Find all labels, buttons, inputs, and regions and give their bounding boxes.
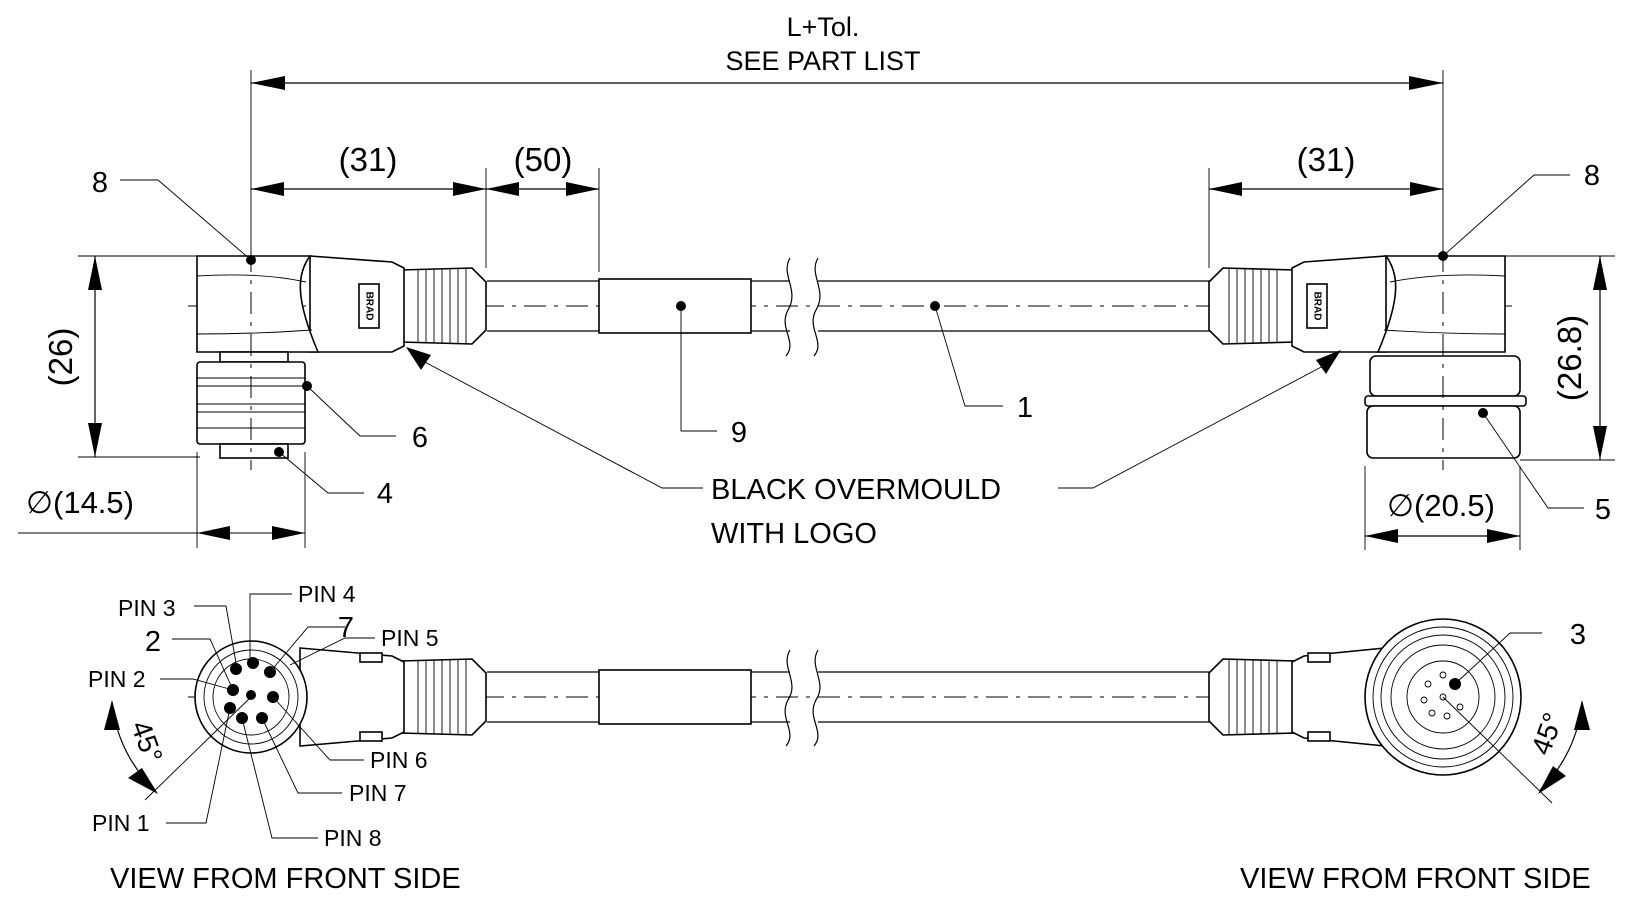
cable-sleeve	[598, 278, 752, 334]
pin-3-socket	[230, 663, 242, 675]
cable-top	[487, 257, 1210, 357]
pin-5-label: PIN 5	[381, 625, 439, 651]
brand-logo-right	[1306, 283, 1328, 329]
overall-length-note: SEE PART LIST	[725, 46, 920, 76]
pin-6-label: PIN 6	[370, 747, 428, 773]
right-height-label: (26.8)	[1551, 315, 1588, 401]
callout-3: 3	[1570, 619, 1586, 651]
left-height-dimension: (26)	[42, 255, 200, 458]
left-view-caption: VIEW FROM FRONT SIDE	[110, 863, 461, 895]
right-angle-label: 45°	[1525, 709, 1569, 759]
pin-4-socket	[247, 657, 259, 669]
pin-labels: PIN 3 PIN 4 2 7 PIN 5 PIN 2 PIN 6 PIN 7 …	[88, 581, 439, 851]
pin-7-label: PIN 7	[349, 780, 407, 806]
right-view-caption: VIEW FROM FRONT SIDE	[1240, 863, 1591, 895]
pin-4-label: PIN 4	[298, 581, 356, 607]
brand-logo-right-text: BRAD	[1311, 292, 1322, 321]
callout-2: 2	[145, 626, 161, 658]
brand-logo-left-text: BRAD	[363, 292, 374, 321]
callout-6: 6	[412, 422, 428, 454]
callout-1: 1	[1017, 392, 1033, 424]
overall-length-dimension: L+Tol. SEE PART LIST	[250, 12, 1444, 262]
left-length-dimensions: (31) (50)	[251, 141, 600, 272]
top-callouts: 8 8 1 9 6 4 5	[92, 160, 1611, 550]
bottom-view: 45° PIN 3 PIN 4 2 7 PIN 5 PIN 2 PIN 6 PI…	[88, 581, 1591, 895]
left-height-label: (26)	[42, 328, 79, 387]
pin-2-label: PIN 2	[88, 666, 146, 692]
callout-7: 7	[338, 612, 354, 644]
pin-8-label: PIN 8	[324, 825, 382, 851]
brand-logo-left	[358, 283, 380, 329]
left-connector: BRAD ∅(14.5)	[18, 250, 487, 548]
left-50-label: (50)	[514, 141, 573, 178]
left-front-view: 45°	[104, 640, 487, 801]
overmould-note-line2: WITH LOGO	[711, 518, 877, 550]
top-view: L+Tol. SEE PART LIST (31) (50) (31)	[18, 12, 1615, 550]
left-angle-label: 45°	[125, 717, 169, 767]
pin-3-label: PIN 3	[118, 595, 176, 621]
overmould-note-line1: BLACK OVERMOULD	[711, 474, 1001, 506]
left-31-label: (31)	[339, 141, 398, 178]
pin-1-label: PIN 1	[92, 810, 150, 836]
callout-5: 5	[1595, 494, 1611, 526]
right-length-dimension: (31)	[1208, 141, 1443, 268]
right-height-dimension: (26.8)	[1505, 255, 1615, 461]
right-front-view: 45° 3	[1208, 618, 1590, 804]
right-31-label: (31)	[1297, 141, 1356, 178]
callout-9: 9	[731, 417, 747, 449]
left-diameter-label: ∅(14.5)	[26, 485, 134, 520]
cable-bottom	[487, 649, 1210, 747]
callout-4: 4	[377, 478, 393, 510]
overall-length-label: L+Tol.	[787, 12, 860, 42]
right-diameter-label: ∅(20.5)	[1387, 488, 1495, 523]
callout-8-left: 8	[92, 167, 108, 199]
callout-8-right: 8	[1584, 160, 1600, 192]
right-connector: BRAD ∅(20.5)	[1208, 250, 1527, 550]
